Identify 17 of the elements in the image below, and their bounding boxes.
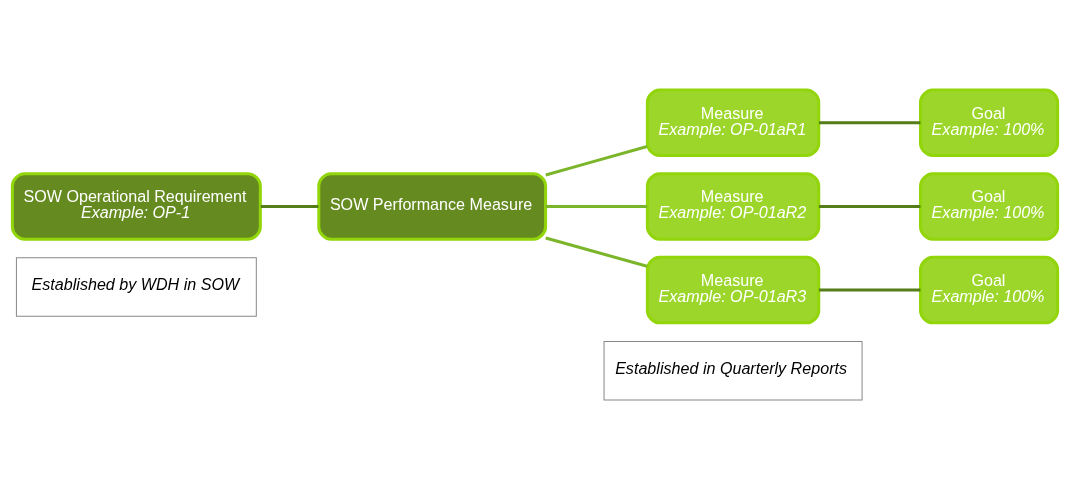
node-box: Established in Quarterly Reports	[603, 341, 863, 401]
node-box: Measure Example: OP-01aR3	[645, 255, 821, 325]
node-box: Goal Example: 100%	[919, 172, 1060, 241]
connector	[819, 121, 921, 125]
node-box: Goal Example: 100%	[919, 255, 1060, 325]
node-box: Measure Example: OP-01aR2	[645, 172, 821, 241]
node-box: SOW Performance Measure	[317, 172, 548, 241]
connector	[260, 204, 319, 208]
node-box: Measure Example: OP-01aR1	[645, 88, 821, 158]
connector	[819, 288, 921, 292]
node-box: SOW Operational Requirement Example: OP-1	[10, 172, 262, 241]
node-box: Goal Example: 100%	[919, 88, 1060, 158]
node-box: Established by WDH in SOW	[15, 257, 257, 317]
connector	[545, 204, 648, 208]
connector	[545, 145, 648, 177]
connector	[819, 204, 921, 208]
connector	[545, 236, 648, 268]
